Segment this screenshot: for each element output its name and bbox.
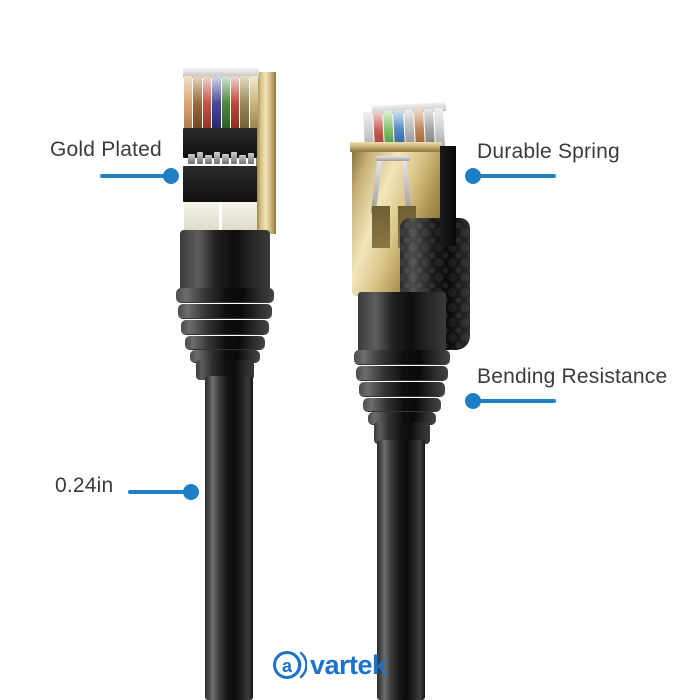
connector-housing-face-left xyxy=(183,128,257,158)
connector-clear-cap-left xyxy=(183,68,259,78)
cable-strand-right xyxy=(377,440,425,700)
contact-pin xyxy=(230,152,237,164)
brand-logo: a vartek xyxy=(273,648,387,682)
contact-pin xyxy=(247,153,254,164)
wire-3 xyxy=(202,76,212,130)
wire-4 xyxy=(212,76,221,130)
wire-1 xyxy=(184,76,193,130)
callout-dot-gold-plated xyxy=(163,168,179,184)
strain-relief-rib xyxy=(354,350,450,364)
contact-pin xyxy=(205,155,212,164)
brand-wordmark: vartek xyxy=(310,649,387,680)
connector-lower-block-left xyxy=(183,166,257,202)
strain-relief-rib xyxy=(363,398,441,411)
gold-shield-lip-right xyxy=(350,142,442,152)
gold-shield-rail-left-connector xyxy=(256,72,276,234)
callout-line-cable-diameter xyxy=(128,490,190,494)
strain-relief-boot-right xyxy=(374,422,430,444)
contact-pin xyxy=(188,154,195,164)
contact-pin xyxy=(196,152,203,164)
strain-relief-rib xyxy=(359,382,445,396)
strain-relief-rib xyxy=(190,350,260,362)
contact-pin xyxy=(213,152,220,164)
connector-edge-right xyxy=(440,146,456,246)
strain-relief-rib xyxy=(356,366,448,380)
cable-strand-left xyxy=(205,376,253,700)
wire-8 xyxy=(249,76,258,130)
strain-relief-rib xyxy=(178,304,272,318)
twisted-pair-wires-left xyxy=(184,76,258,130)
callout-label-cable-diameter: 0.24in xyxy=(55,474,114,497)
callout-line-bending-resistance xyxy=(472,399,556,403)
callout-line-gold-plated xyxy=(100,174,178,178)
callout-label-gold-plated: Gold Plated xyxy=(50,138,162,161)
strain-relief-rib xyxy=(181,320,269,334)
wire-2 xyxy=(193,76,202,130)
callout-dot-durable-spring xyxy=(465,168,481,184)
contact-pin xyxy=(222,154,229,164)
shield-window-a xyxy=(372,206,390,248)
wire-5 xyxy=(221,76,230,130)
callout-label-bending-resistance: Bending Resistance xyxy=(477,365,668,388)
callout-label-durable-spring: Durable Spring xyxy=(477,140,620,163)
strain-relief-rib xyxy=(368,412,436,424)
durable-spring-crossbar xyxy=(376,156,410,161)
callout-line-durable-spring xyxy=(472,174,556,178)
connector-body-left xyxy=(180,230,270,292)
wire-7 xyxy=(240,76,249,130)
wire-6 xyxy=(230,76,240,130)
connector-pad-left-a xyxy=(184,202,219,230)
connector-body-right xyxy=(358,292,446,354)
strain-relief-rib xyxy=(185,336,265,349)
connector-pad-left-b xyxy=(222,202,257,230)
svg-text:a: a xyxy=(282,656,293,676)
gold-plated-contacts-left xyxy=(188,152,254,164)
strain-relief-boot-left xyxy=(196,360,254,380)
contact-pin xyxy=(239,155,246,164)
avartek-signal-mark-icon: a xyxy=(273,648,308,682)
callout-dot-cable-diameter xyxy=(183,484,199,500)
strain-relief-rib xyxy=(176,288,274,302)
callout-dot-bending-resistance xyxy=(465,393,481,409)
